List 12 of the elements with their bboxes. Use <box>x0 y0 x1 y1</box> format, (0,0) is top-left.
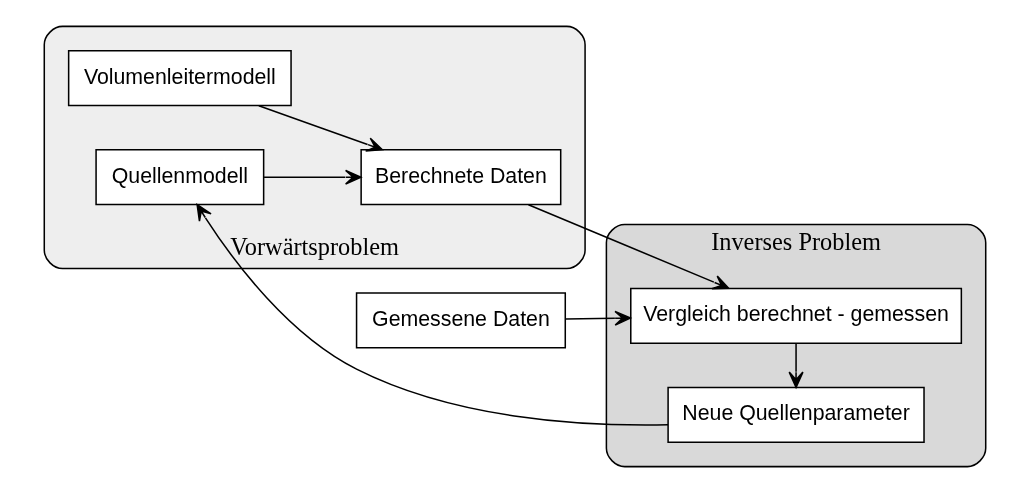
node-box: Vergleich berechnet - gemessen <box>630 287 963 344</box>
node-box: Gemessene Daten <box>355 292 567 349</box>
node-box: Berechnete Daten <box>360 149 562 206</box>
arrow <box>788 343 804 389</box>
node-box: Volumenleitermodell <box>67 50 292 107</box>
arrow <box>196 203 669 426</box>
node-box: Quellenmodell <box>95 149 265 206</box>
node-box: Neue Quellenparameter <box>667 386 925 443</box>
arrow <box>258 105 384 152</box>
arrow <box>564 310 632 326</box>
arrow <box>527 204 730 290</box>
arrow <box>263 169 362 185</box>
